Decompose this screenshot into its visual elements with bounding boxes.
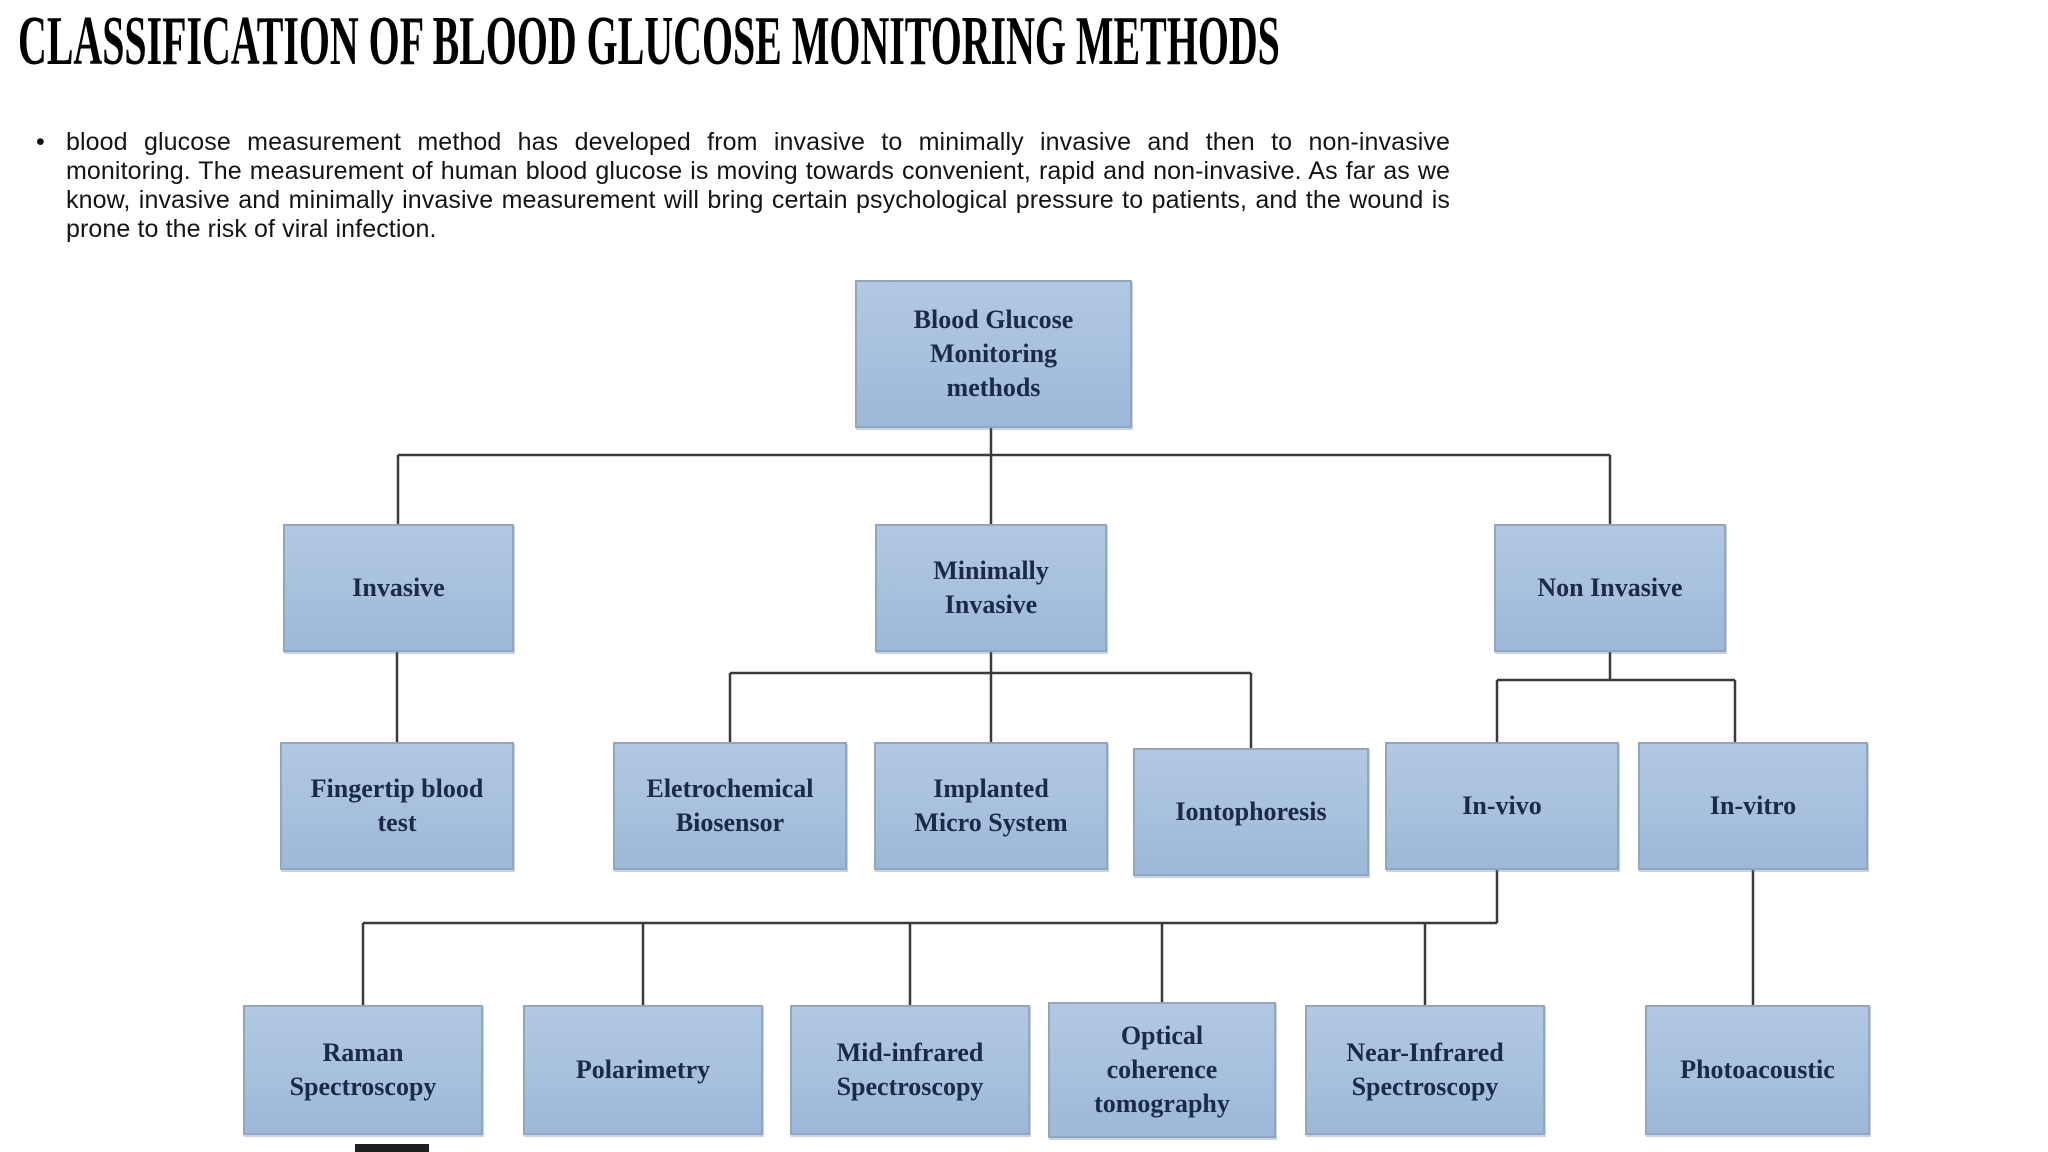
flowchart-node-in-vivo: In-vivo (1385, 742, 1619, 870)
flowchart-node-fingertip-blood-test: Fingertip blood test (280, 742, 514, 870)
flowchart-node-raman-spectroscopy: Raman Spectroscopy (243, 1005, 483, 1135)
flowchart-node-in-vitro: In-vitro (1638, 742, 1868, 870)
flowchart-node-polarimetry: Polarimetry (523, 1005, 763, 1135)
flowchart-node-near-infrared-spectroscopy: Near-Infrared Spectroscopy (1305, 1005, 1545, 1135)
flowchart-node-optical-coherence-tomography: Optical coherence tomography (1048, 1002, 1276, 1138)
page-title: CLASSIFICATION OF BLOOD GLUCOSE MONITORI… (18, 3, 1280, 80)
flowchart-node-iontophoresis: Iontophoresis (1133, 748, 1369, 876)
bullet-item: • blood glucose measurement method has d… (36, 128, 1450, 244)
flowchart-node-mid-infrared-spectroscopy: Mid-infrared Spectroscopy (790, 1005, 1030, 1135)
bullet-marker: • (36, 128, 45, 156)
flowchart-node-non-invasive: Non Invasive (1494, 524, 1726, 652)
flowchart-node-photoacoustic: Photoacoustic (1645, 1005, 1870, 1135)
flowchart-node-root: Blood Glucose Monitoring methods (855, 280, 1132, 428)
flowchart-node-minimally-invasive: Minimally Invasive (875, 524, 1107, 652)
flowchart-node-invasive: Invasive (283, 524, 514, 652)
flowchart-node-implanted-micro-system: Implanted Micro System (874, 742, 1108, 870)
bullet-text: blood glucose measurement method has dev… (66, 128, 1450, 243)
flowchart-node-electrochemical-biosensor: Eletrochemical Biosensor (613, 742, 847, 870)
bottom-edge-artifact (355, 1144, 429, 1152)
